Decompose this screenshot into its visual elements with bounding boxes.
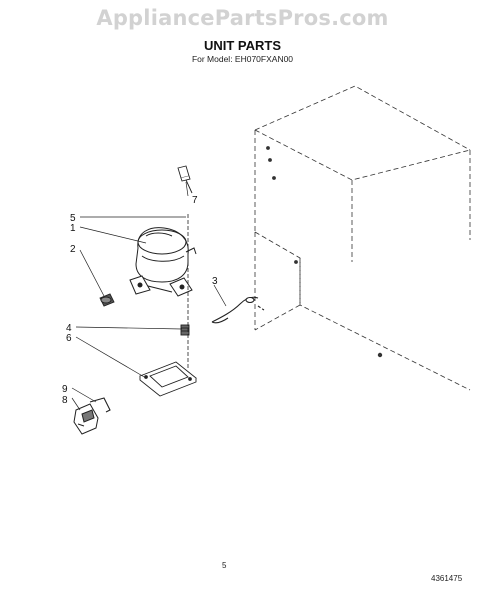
model-subtitle: For Model: EH070FXAN00 <box>191 54 294 64</box>
callout-3: 3 <box>212 276 218 287</box>
diagram-title: UNIT PARTS <box>203 38 282 53</box>
callout-5: 5 <box>70 213 76 224</box>
part-2-grommet <box>99 293 115 307</box>
leader-lines <box>71 181 227 411</box>
part-8-bracket <box>73 403 99 435</box>
callout-8: 8 <box>62 395 68 406</box>
callout-4: 4 <box>66 323 72 334</box>
callout-2: 2 <box>70 244 76 255</box>
part-7-clip <box>177 165 193 194</box>
page-number: 5 <box>222 561 227 570</box>
part-6-base-pan <box>139 361 197 397</box>
callout-7: 7 <box>192 195 198 206</box>
document-number: 4361475 <box>431 574 463 583</box>
part-1-compressor <box>129 227 197 297</box>
callout-1: 1 <box>70 223 76 234</box>
callout-9: 9 <box>62 384 68 395</box>
cabinet-outline <box>254 85 471 391</box>
part-9-clip <box>89 397 111 413</box>
callout-6: 6 <box>66 333 72 344</box>
part-3-wire <box>211 296 265 324</box>
watermark: AppliancePartsPros.com <box>96 6 389 30</box>
